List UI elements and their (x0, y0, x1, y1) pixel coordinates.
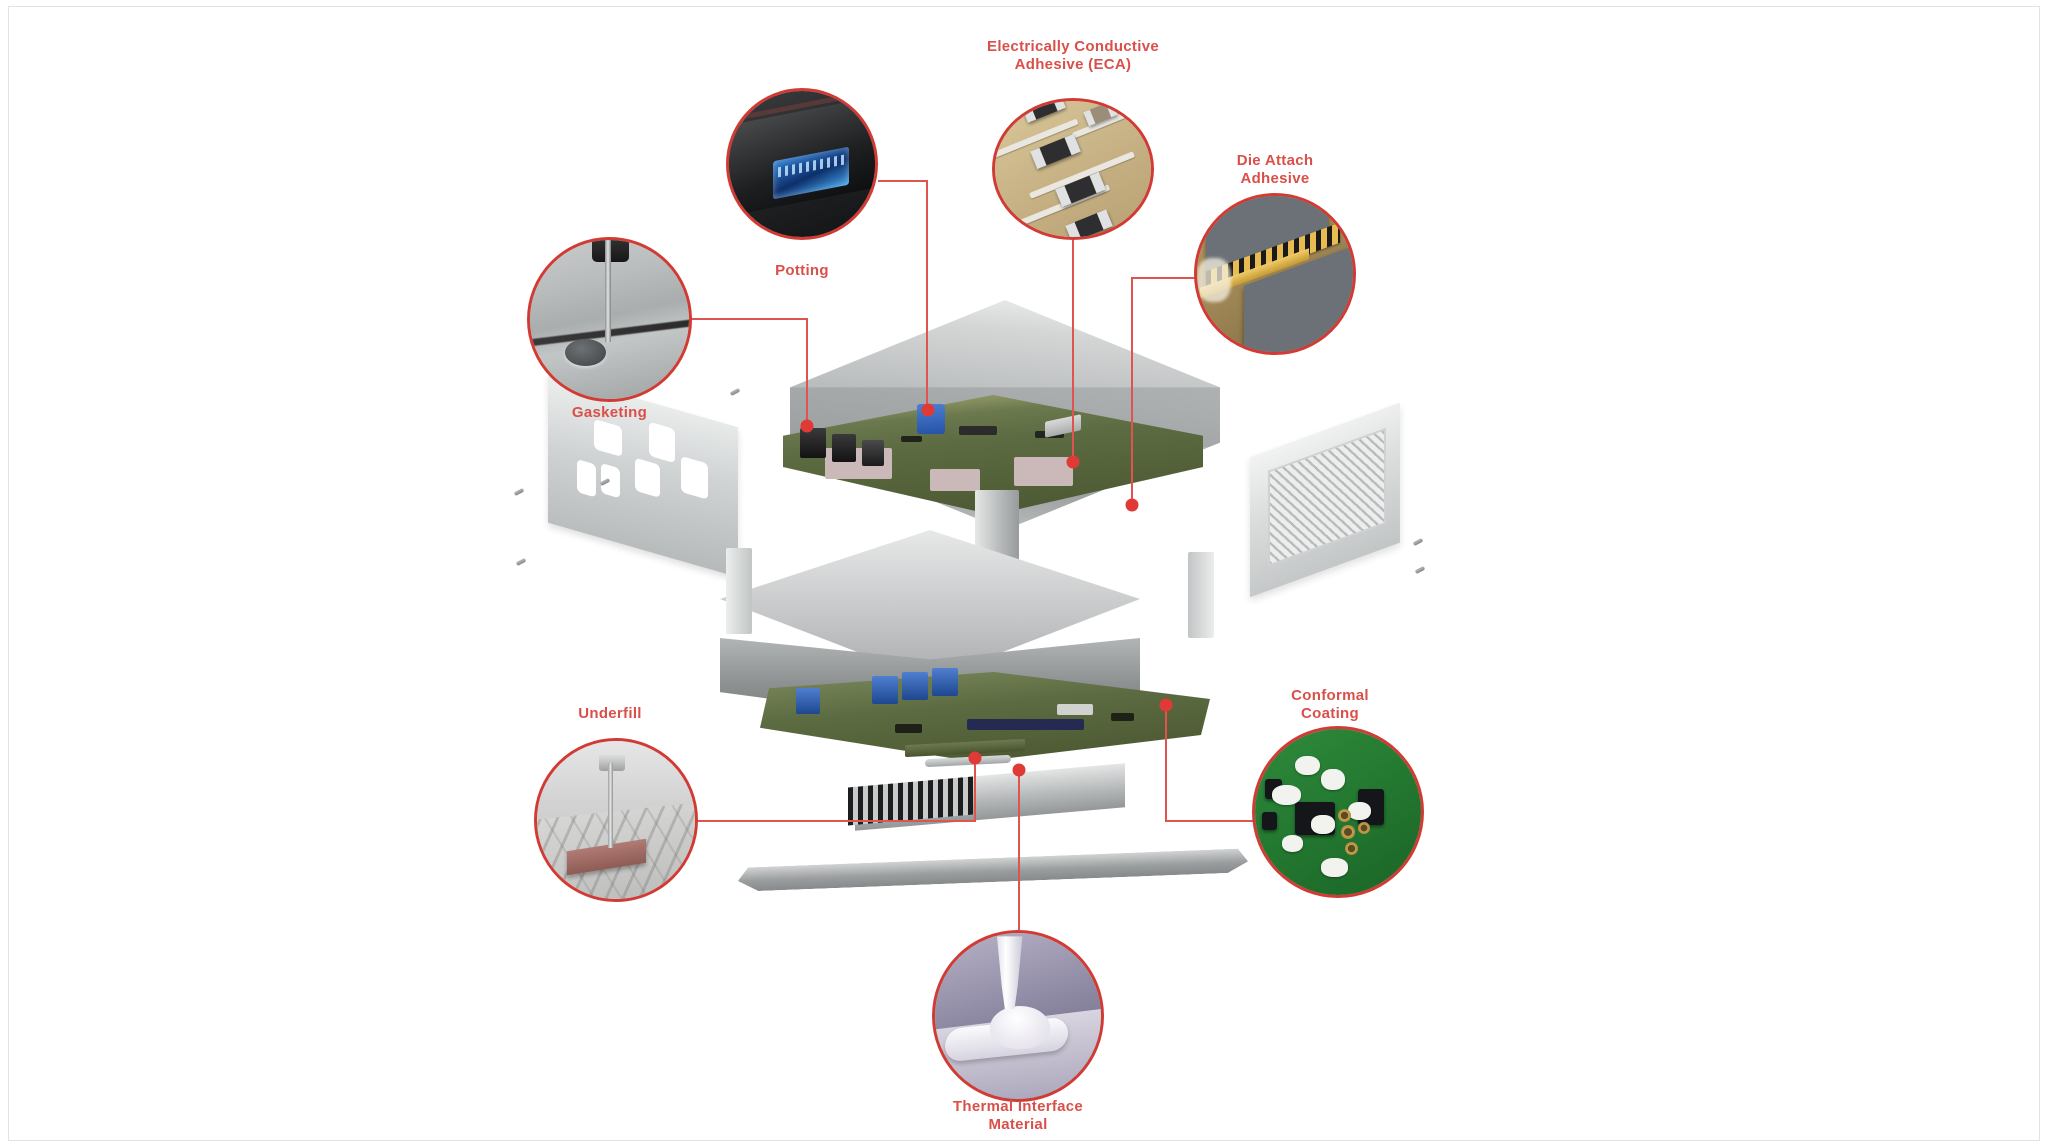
leader-underfill (690, 820, 976, 822)
blue-connector (872, 676, 898, 704)
callout-label-conformal-coating: Conformal Coating (1291, 687, 1369, 722)
callout-label-eca: Electrically Conductive Adhesive (ECA) (987, 38, 1159, 73)
callout-image-underfill (534, 738, 698, 902)
screw (513, 487, 525, 497)
frame-border-left (8, 6, 9, 1141)
blue-connector (932, 668, 958, 696)
leader-dot-die-attach (1125, 498, 1139, 512)
part-bottom-plate (738, 858, 1248, 882)
screw (515, 557, 527, 567)
part-gasket-plate (548, 372, 738, 578)
chassis-tab-right (1188, 552, 1214, 638)
leader-dot-underfill (968, 751, 982, 765)
part-vent-panel (1250, 402, 1400, 598)
callout-label-underfill: Underfill (578, 705, 642, 722)
leader-potting (878, 180, 928, 182)
leader-gasketing (806, 318, 808, 426)
blue-connector (796, 688, 820, 714)
callout-label-thermal-interface-material: Thermal Interface Material (952, 1098, 1084, 1133)
leader-die-attach (1131, 277, 1133, 505)
chassis-tab-left (726, 548, 752, 634)
leader-die-attach (1131, 277, 1209, 279)
leader-potting (926, 180, 928, 410)
leader-dot-gasketing (800, 419, 814, 433)
screw (729, 387, 741, 397)
leader-thermal-interface-material (1018, 770, 1020, 930)
part-upper-pcb (783, 395, 1203, 515)
callout-label-die-attach: Die Attach Adhesive (1236, 152, 1314, 187)
leader-conformal-coating (1165, 820, 1255, 822)
callout-image-conformal-coating (1252, 726, 1424, 898)
screw (1414, 565, 1426, 575)
leader-dot-thermal-interface-material (1012, 763, 1026, 777)
blue-connector (902, 672, 928, 700)
callout-label-potting: Potting (775, 262, 829, 279)
frame-border-top (8, 6, 2040, 7)
callout-image-die-attach (1194, 193, 1356, 355)
screw (1412, 537, 1424, 547)
frame-border-right (2039, 6, 2040, 1141)
callout-image-eca (992, 98, 1154, 240)
leader-eca (1072, 240, 1074, 462)
connector (800, 428, 826, 458)
leader-dot-conformal-coating (1159, 698, 1173, 712)
leader-conformal-coating (1165, 706, 1167, 820)
callout-image-gasketing (527, 237, 692, 402)
leader-dot-eca (1066, 455, 1080, 469)
part-heatsink-fins (848, 776, 973, 826)
callout-image-potting (726, 88, 878, 240)
leader-gasketing (690, 318, 808, 320)
frame-border-bottom (8, 1140, 2040, 1141)
connector (832, 434, 856, 462)
leader-underfill (974, 760, 976, 820)
leader-dot-potting (921, 403, 935, 417)
connector (862, 440, 884, 466)
callout-label-gasketing: Gasketing (571, 404, 648, 421)
callout-image-thermal-interface-material (932, 930, 1104, 1102)
